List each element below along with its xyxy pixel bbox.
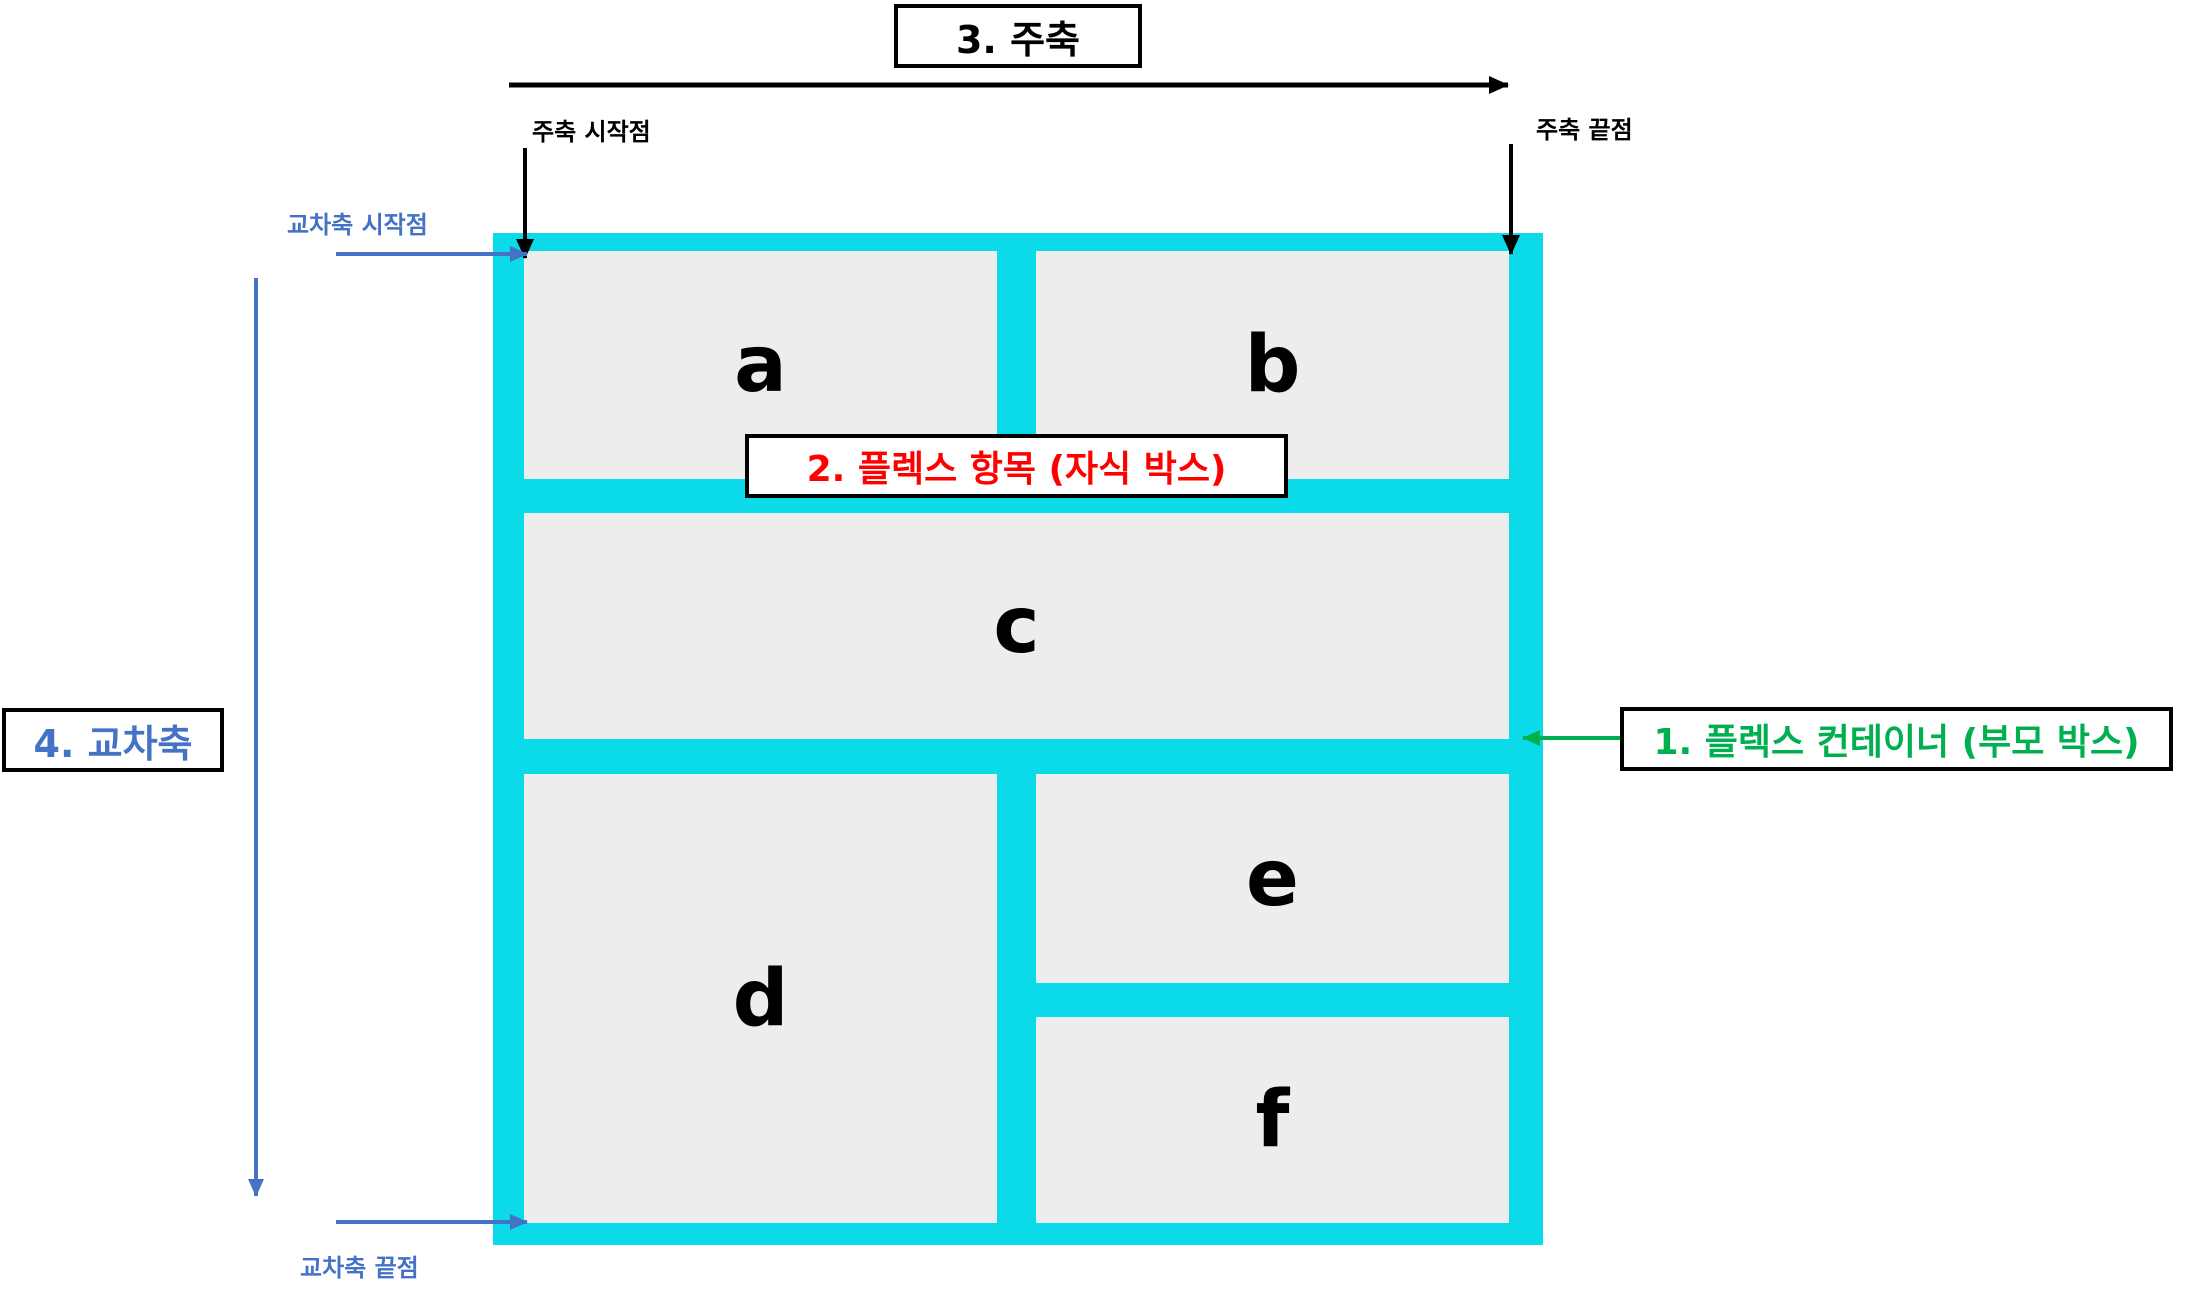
flex-container-label: 1. 플렉스 컨테이너 (부모 박스) xyxy=(1653,722,2140,763)
flex-item-label: 2. 플렉스 항목 (자식 박스) xyxy=(806,449,1227,490)
flex-item-c: c xyxy=(524,513,1509,739)
flex-container-label-box: 1. 플렉스 컨테이너 (부모 박스) xyxy=(1620,707,2173,771)
cross-axis-end-label: 교차축 끝점 xyxy=(300,1254,419,1282)
cross-axis-title-box: 4. 교차축 xyxy=(2,708,224,772)
main-axis-title: 3. 주축 xyxy=(955,17,1081,62)
main-axis-start-label: 주축 시작점 xyxy=(532,118,651,146)
flex-item-b-label: b xyxy=(1244,320,1301,410)
flex-item-d: d xyxy=(524,774,997,1223)
flex-container: a b c d e f xyxy=(493,233,1543,1245)
main-axis-title-box: 3. 주축 xyxy=(894,4,1142,68)
flex-item-label-box: 2. 플렉스 항목 (자식 박스) xyxy=(745,434,1288,498)
flex-item-f-label: f xyxy=(1255,1075,1290,1165)
flex-item-f: f xyxy=(1036,1017,1509,1223)
flex-item-e-label: e xyxy=(1246,833,1299,924)
flex-item-d-label: d xyxy=(732,953,789,1044)
flex-item-c-label: c xyxy=(993,581,1040,671)
flex-item-a-label: a xyxy=(734,320,787,410)
cross-axis-start-label: 교차축 시작점 xyxy=(287,211,428,239)
flex-item-e: e xyxy=(1036,774,1509,983)
main-axis-end-label: 주축 끝점 xyxy=(1536,116,1633,144)
cross-axis-title: 4. 교차축 xyxy=(33,721,193,766)
